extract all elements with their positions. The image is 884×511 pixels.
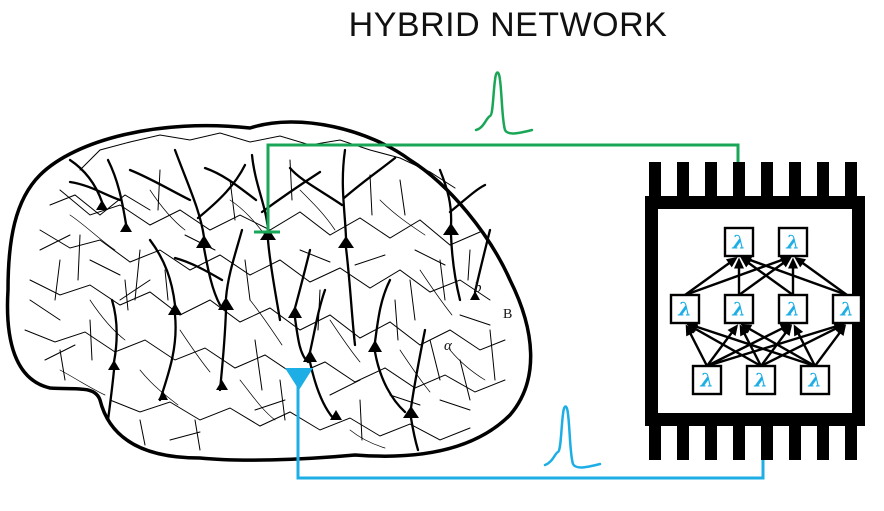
chip-pin	[789, 162, 801, 196]
chip-pin	[761, 426, 773, 460]
neuron-node	[777, 293, 809, 325]
connection-edge	[738, 260, 787, 296]
chip-pin	[817, 426, 829, 460]
node-symbol: λ	[807, 370, 821, 392]
neuron-soma	[168, 303, 182, 315]
neuron-node	[669, 293, 701, 325]
connection-edge	[746, 257, 848, 297]
node-symbol: λ	[785, 232, 799, 254]
chip-pin	[677, 426, 689, 460]
neuron-node	[723, 293, 755, 325]
chip-pin	[789, 426, 801, 460]
annotation-b: b	[474, 280, 482, 296]
green-spike-waveform-icon	[474, 71, 534, 135]
neuron-node	[831, 293, 863, 325]
brain-outline	[5, 120, 533, 462]
node-symbol: λ	[839, 299, 853, 321]
connection-edge	[741, 330, 763, 367]
connection-edge	[692, 324, 816, 368]
connection-arrowhead-icon	[788, 257, 798, 269]
annotation-alpha: α	[444, 338, 453, 354]
connection-arrowhead-icon	[734, 257, 744, 269]
connection-edge	[684, 260, 733, 296]
chip-pin	[677, 162, 689, 196]
connection-edge	[706, 325, 786, 368]
node-symbol: λ	[677, 299, 691, 321]
neuromorphic-chip: λ λ λ λ λ λ λ λ λ	[645, 162, 865, 460]
chip-pin	[705, 426, 717, 460]
neuron-node	[691, 364, 723, 396]
neuron-soma	[216, 380, 228, 390]
connection-arrowhead-icon	[835, 324, 847, 337]
connection-edge	[687, 330, 709, 367]
blue-triangle-arrowhead-icon	[285, 368, 313, 390]
connection-edge	[745, 326, 816, 368]
connection-edge	[684, 257, 786, 297]
chip-pin	[733, 162, 745, 196]
neuron-node	[799, 364, 831, 396]
connection-arrowhead-icon	[686, 322, 699, 332]
neuron-soma	[368, 340, 382, 352]
chip-pin	[649, 162, 661, 196]
blue-spike-waveform-icon	[543, 405, 602, 469]
cortical-neuron-illustration	[24, 132, 506, 452]
connection-arrowhead-icon	[781, 324, 793, 337]
neuron-soma	[260, 228, 276, 240]
node-symbol: λ	[785, 299, 799, 321]
connection-arrowhead-icon	[740, 255, 753, 265]
node-symbol: λ	[731, 299, 745, 321]
neuron-soma	[108, 360, 120, 370]
annotation-B: B	[503, 307, 512, 322]
chip-pins-bottom	[649, 426, 857, 460]
connection-arrowhead-icon	[740, 323, 753, 334]
chip-pin	[817, 162, 829, 196]
chip-pin	[733, 426, 745, 460]
node-symbol: λ	[753, 370, 767, 392]
chip-pins-top	[649, 162, 857, 196]
chip-pin	[705, 162, 717, 196]
connection-edge	[795, 330, 817, 367]
connection-arrowhead-icon	[727, 324, 739, 337]
connection-edge	[706, 324, 840, 368]
connection-arrowhead-icon	[793, 324, 804, 337]
connection-edge	[745, 260, 794, 296]
connection-arrowhead-icon	[725, 256, 738, 268]
neuron-soma	[338, 236, 354, 248]
chip-pin	[845, 426, 857, 460]
neuron-node	[723, 226, 755, 258]
node-symbol: λ	[699, 370, 713, 392]
connection-edge	[760, 329, 789, 367]
neuron-soma	[403, 406, 419, 418]
connection-edge	[814, 329, 843, 367]
connection-arrowhead-icon	[739, 324, 750, 337]
connection-arrowhead-icon	[685, 324, 696, 337]
network-nodes: λ λ λ λ λ λ λ λ λ	[669, 226, 863, 396]
chip-pin	[649, 426, 661, 460]
chip-pin	[845, 162, 857, 196]
connection-arrowhead-icon	[779, 256, 792, 268]
neuron-node	[777, 226, 809, 258]
neuron-soma	[196, 235, 212, 248]
neuron-soma	[218, 297, 234, 310]
connection-edge	[760, 325, 840, 368]
connection-edge	[691, 326, 762, 368]
neuron-node	[745, 364, 777, 396]
neuron-soma	[443, 223, 459, 235]
neuron-soma	[288, 306, 302, 318]
connection-arrowhead-icon	[794, 256, 807, 268]
diagram-title: HYBRID NETWORK	[349, 6, 668, 44]
connection-edge	[799, 260, 848, 296]
node-symbol: λ	[731, 232, 745, 254]
neuron-soma	[96, 200, 108, 210]
neuron-soma	[120, 222, 132, 232]
network-connections	[684, 255, 848, 368]
chip-pin	[761, 162, 773, 196]
neuron-soma	[470, 291, 480, 300]
connection-edge	[706, 329, 735, 367]
